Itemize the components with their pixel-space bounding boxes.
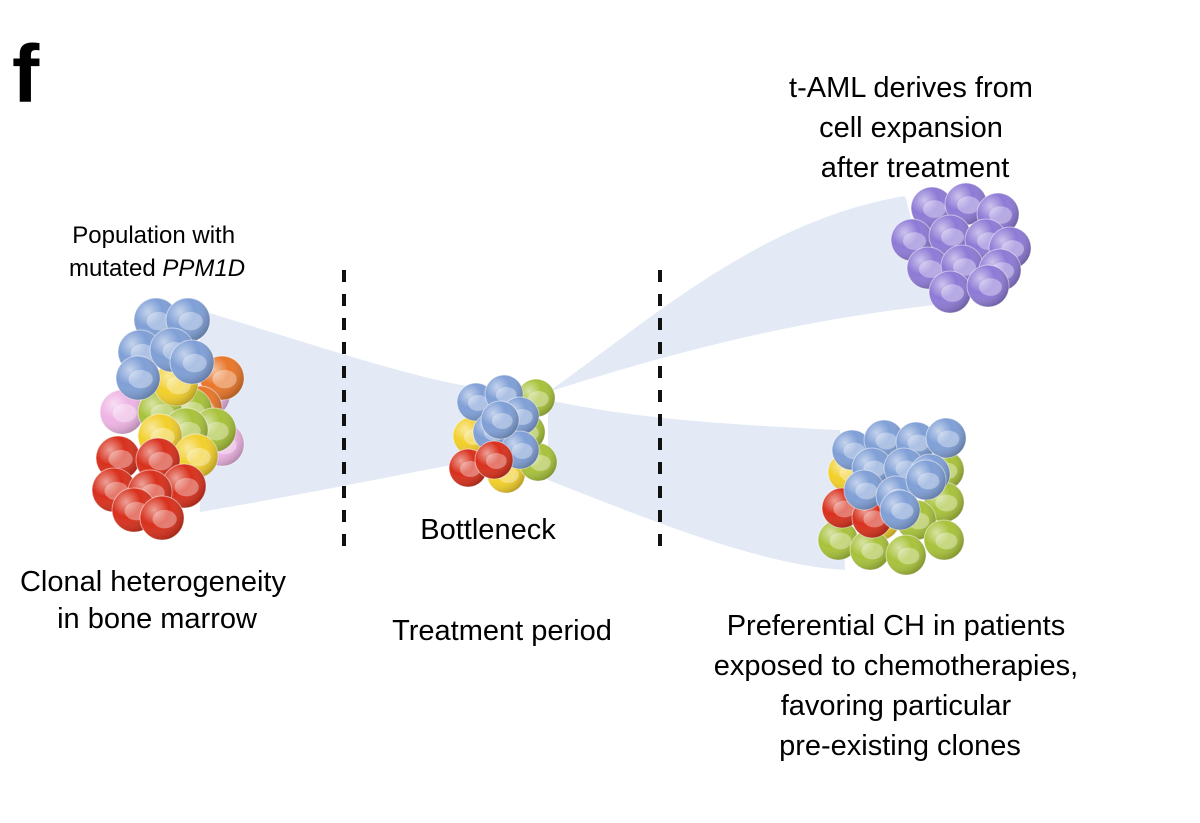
ch-line3: favoring particular <box>781 690 1012 722</box>
cluster-taml <box>890 182 1032 314</box>
cell-blue <box>879 489 921 531</box>
cell-green <box>885 534 927 576</box>
funnel-to-bottleneck <box>200 310 480 512</box>
cluster-bone-marrow <box>91 297 245 541</box>
cell-blue <box>843 469 885 511</box>
cell-blue <box>480 400 520 440</box>
population-prefix: mutated <box>69 255 162 282</box>
label-population: Population with mutated PPM1D <box>69 222 245 282</box>
panel-letter: f <box>12 29 40 120</box>
population-gene: PPM1D <box>162 255 245 282</box>
cell-blue <box>925 417 967 459</box>
funnels <box>200 196 935 570</box>
cluster-preferential-ch <box>817 417 967 576</box>
label-bottleneck: Bottleneck <box>420 514 556 546</box>
cell-green <box>923 519 965 561</box>
ch-line1: Preferential CH in patients <box>727 610 1066 642</box>
ch-line4: pre-existing clones <box>779 730 1021 762</box>
cell-blue <box>115 355 161 401</box>
label-clonal-heterogeneity: Clonal heterogeneity in bone marrow <box>20 566 294 635</box>
cell-red <box>139 495 185 541</box>
cell-blue <box>169 339 215 385</box>
taml-line3: after treatment <box>821 152 1010 184</box>
taml-line1: t-AML derives from <box>789 72 1033 104</box>
cell-red <box>95 435 141 481</box>
cell-green <box>817 519 859 561</box>
population-line1: Population with <box>72 222 235 249</box>
clonal-line2: in bone marrow <box>57 603 258 635</box>
population-line2: mutated PPM1D <box>69 255 245 282</box>
cell-purple <box>944 182 988 226</box>
funnel-to-ch <box>548 400 845 570</box>
taml-line2: cell expansion <box>819 112 1003 144</box>
label-treatment-period: Treatment period <box>392 615 612 647</box>
cluster-bottleneck <box>448 374 558 494</box>
cell-pink <box>99 389 145 435</box>
label-taml: t-AML derives from cell expansion after … <box>789 72 1041 184</box>
cell-green <box>849 529 891 571</box>
clonal-line1: Clonal heterogeneity <box>20 566 287 598</box>
cell-red <box>161 463 207 509</box>
cell-red <box>474 440 514 480</box>
cell-blue <box>905 459 947 501</box>
label-preferential-ch: Preferential CH in patients exposed to c… <box>714 610 1086 762</box>
cell-purple <box>966 264 1010 308</box>
ch-line2: exposed to chemotherapies, <box>714 650 1078 682</box>
cell-purple <box>928 270 972 314</box>
funnel-to-taml <box>548 196 935 392</box>
